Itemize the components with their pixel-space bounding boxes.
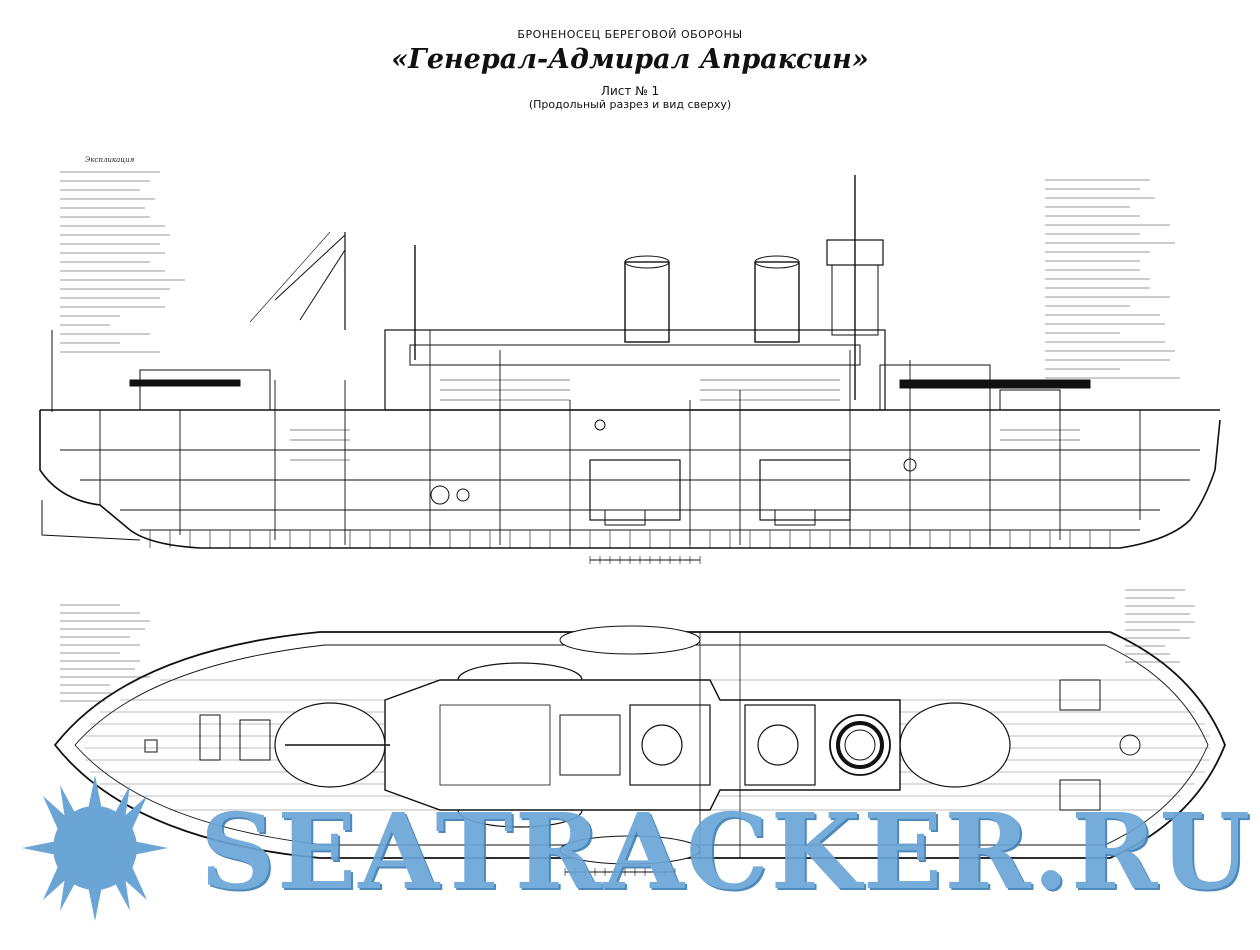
legend-top-right	[1045, 179, 1180, 379]
watermark-text: SEATRACKER.RU	[200, 790, 1253, 913]
longitudinal-section	[39, 175, 1221, 564]
watermark-sunburst-icon	[22, 775, 168, 921]
sheet-number: Лист № 1	[600, 84, 660, 98]
legend-top-left-heading: Экспликация	[85, 156, 135, 164]
legend-bottom-right	[1125, 589, 1195, 663]
plan-view	[53, 625, 1226, 876]
sheet-description: (Продольный разрез и вид сверху)	[528, 98, 732, 111]
drawing-title: «Генерал-Адмирал Апраксин»	[391, 44, 869, 75]
drawing-subtitle: БРОНЕНОСЕЦ БЕРЕГОВОЙ ОБОРОНЫ	[517, 28, 743, 41]
legend-top-left: Экспликация	[60, 156, 185, 353]
legend-bottom-left	[60, 604, 150, 702]
